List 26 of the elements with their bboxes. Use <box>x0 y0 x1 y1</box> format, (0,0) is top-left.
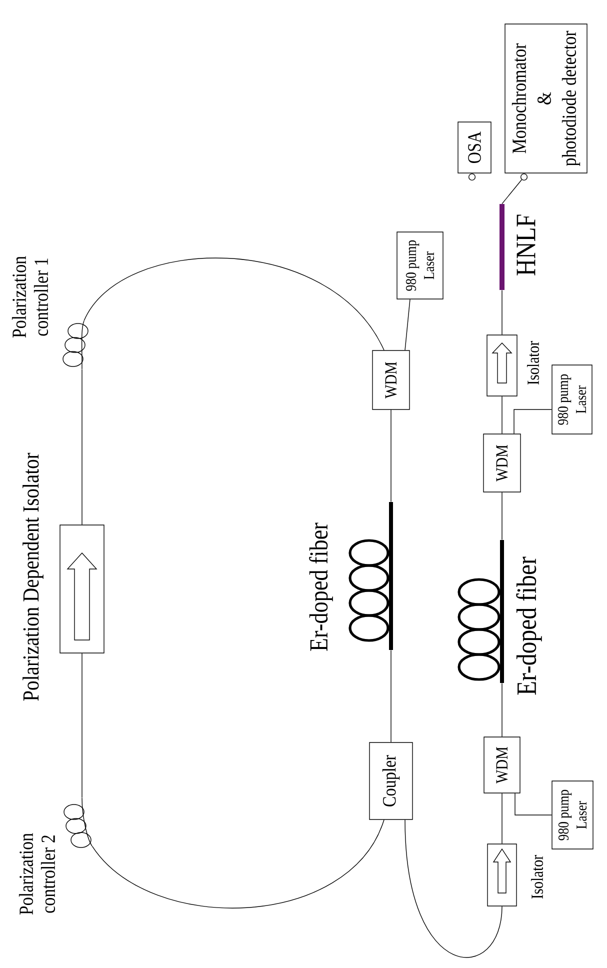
fiber-line <box>514 409 552 434</box>
coupler-box: Coupler <box>369 742 413 820</box>
component-label: Polarization controller 1 <box>12 256 48 338</box>
detector-box: Monochromator & photodiode detector <box>504 24 588 174</box>
fiber-line <box>390 650 392 742</box>
fiber-line <box>404 820 502 958</box>
component-label: Isolator <box>527 341 539 385</box>
wdm-box: WDM <box>372 350 410 410</box>
laser-box: 980 pump Laser <box>552 780 594 850</box>
component-label: Polarization controller 2 <box>18 833 56 915</box>
component-label: Er-doped fiber <box>516 556 542 695</box>
fiber-line <box>502 179 522 204</box>
wdm-box: WDM <box>484 736 520 794</box>
fiber-line <box>390 410 392 502</box>
component-label: HNLF <box>516 214 536 276</box>
fiber-line <box>514 793 552 816</box>
component-label: Er-doped fiber <box>309 522 333 651</box>
fiber-line <box>84 258 384 350</box>
component-label: Isolator <box>531 855 543 899</box>
analyzer-box: OSA <box>458 122 492 174</box>
wdm-box: WDM <box>483 434 521 492</box>
laser-box: 980 pump Laser <box>552 364 592 434</box>
fiber-line <box>92 820 384 908</box>
fiber-line <box>404 299 410 350</box>
laser-box: 980 pump Laser <box>396 232 444 300</box>
component-label: Polarization Dependent Isolator <box>22 452 44 701</box>
